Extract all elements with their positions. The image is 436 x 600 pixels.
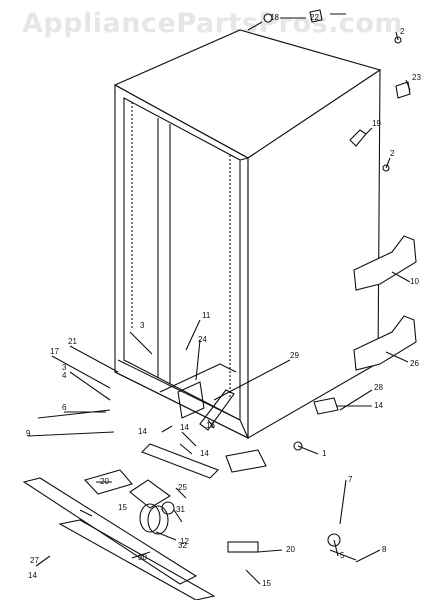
part-label-15: 15 [262,579,271,588]
pad-20-bottom [227,541,259,553]
part-label-11: 7 [348,475,353,484]
part-label-23: 4 [62,371,67,380]
bracket-29 [199,389,235,431]
part-label-3: 23 [412,73,421,82]
part-label-1: 22 [310,13,319,22]
part-label-35: 15 [118,503,127,512]
shelf-10 [353,235,417,291]
part-label-14: 20 [286,545,295,554]
base-rail [114,359,249,439]
leader-lines [27,13,411,585]
part-label-12: 8 [382,545,387,554]
part-label-0: 18 [270,13,279,22]
fan-blade-1 [139,503,161,533]
fan-shroud [129,479,171,509]
part-label-9: 14 [374,401,383,410]
kick-plate-30 [58,519,216,600]
plate-28 [313,397,339,415]
part-label-4: 19 [372,119,381,128]
part-label-21: 17 [50,347,59,356]
part-label-18: 29 [290,351,299,360]
part-label-29: 14 [200,449,209,458]
fitting-23 [395,81,411,99]
plate-20-left [83,469,133,495]
screw-2-mid [382,164,390,172]
part-label-10: 1 [322,449,327,458]
part-label-30: 25 [178,483,187,492]
part-label-25: 9 [26,429,31,438]
cabinet-inner-back [131,102,231,398]
part-label-38: 30 [138,553,147,562]
part-label-7: 26 [410,359,419,368]
part-label-2: 2 [400,27,405,36]
bracket-24 [177,381,205,419]
foot-1 [293,441,303,451]
fan-blade-2 [147,505,169,535]
part-label-28: 16 [206,421,215,430]
plug-18 [263,13,273,23]
screw-2-top [394,36,402,44]
kick-plate-27 [22,477,198,585]
part-label-22: 3 [62,363,67,372]
plate-20-right [225,449,267,473]
part-label-24: 6 [62,403,67,412]
part-label-13: 5 [340,551,345,560]
bracket-25 [141,443,219,479]
part-label-17: 24 [198,335,207,344]
motor-32 [161,501,175,515]
part-label-5: 2 [390,149,395,158]
part-label-33: 12 [180,537,189,546]
part-label-36: 27 [30,556,39,565]
part-label-26: 14 [138,427,147,436]
part-label-16: 11 [202,311,211,320]
leveler-screw-8 [329,549,357,561]
part-label-6: 10 [410,277,419,286]
shelf-26 [353,315,417,371]
leveler-5 [327,533,341,547]
part-label-8: 28 [374,383,383,392]
cabinet-divider [157,118,171,384]
part-label-31: 31 [176,505,185,514]
part-label-32: 32 [178,541,187,550]
part-label-27: 14 [180,423,189,432]
cap-22 [309,9,323,23]
part-label-19: 3 [140,321,145,330]
base-cross [159,363,237,393]
part-label-34: 20 [100,477,109,486]
watermark: AppliancePartsPros.com [22,8,404,39]
part-label-20: 21 [68,337,77,346]
part-label-37: 14 [28,571,37,580]
